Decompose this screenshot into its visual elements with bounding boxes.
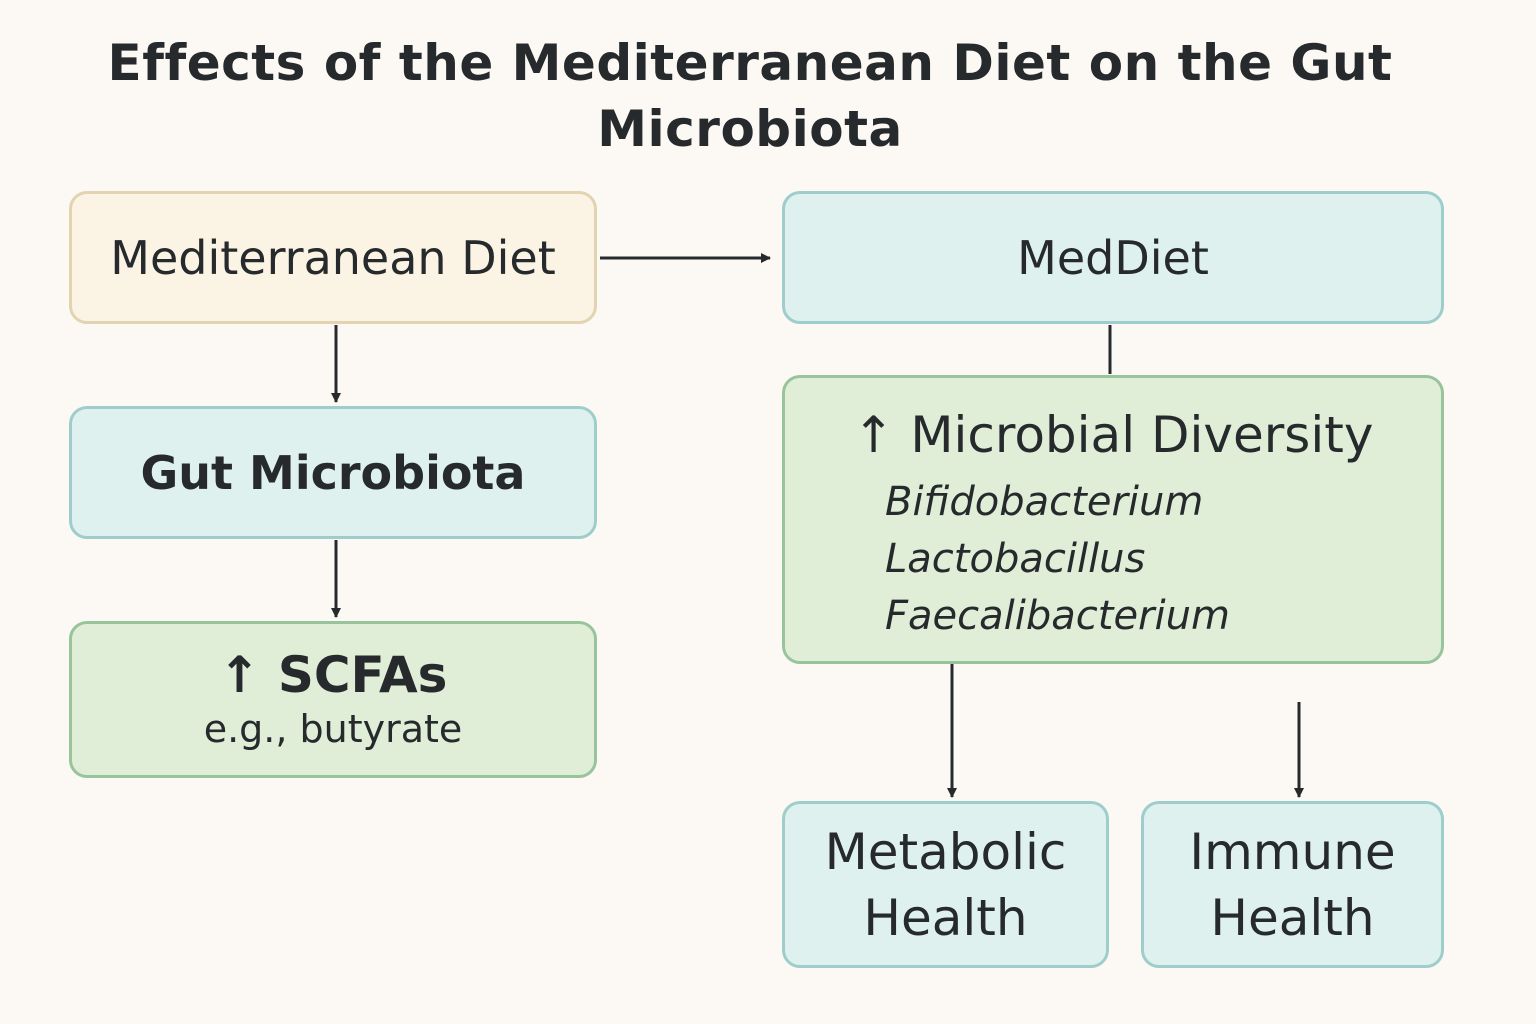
- genus-faecalibacterium: Faecalibacterium: [885, 593, 1230, 639]
- scfas-label: ↑ SCFAs: [218, 645, 448, 704]
- immune-health-label: Immune Health: [1189, 822, 1396, 947]
- metabolic-health-label: Metabolic Health: [824, 822, 1067, 947]
- diagram-title: Effects of the Mediterranean Diet on the…: [107, 34, 1393, 158]
- gut-microbiota-box: Gut Microbiota: [69, 406, 597, 539]
- microbial-diversity-label: ↑ Microbial Diversity: [852, 406, 1374, 464]
- immune-health-box: Immune Health: [1141, 801, 1444, 968]
- scfas-example: e.g., butyrate: [203, 706, 463, 751]
- genus-list: Bifidobacterium Lactobacillus Faecalibac…: [885, 474, 1230, 645]
- metabolic-health-box: Metabolic Health: [782, 801, 1109, 968]
- mediterranean-diet-label: Mediterranean Diet: [110, 230, 556, 285]
- meddiet-label: MedDiet: [1017, 230, 1209, 285]
- mediterranean-diet-box: Mediterranean Diet: [69, 191, 597, 324]
- microbial-diversity-box: ↑ Microbial Diversity Bifidobacterium La…: [782, 375, 1444, 664]
- scfas-box: ↑ SCFAs e.g., butyrate: [69, 621, 597, 778]
- genus-lactobacillus: Lactobacillus: [885, 536, 1146, 582]
- genus-bifidobacterium: Bifidobacterium: [885, 479, 1204, 525]
- meddiet-box: MedDiet: [782, 191, 1444, 324]
- gut-microbiota-label: Gut Microbiota: [140, 445, 526, 500]
